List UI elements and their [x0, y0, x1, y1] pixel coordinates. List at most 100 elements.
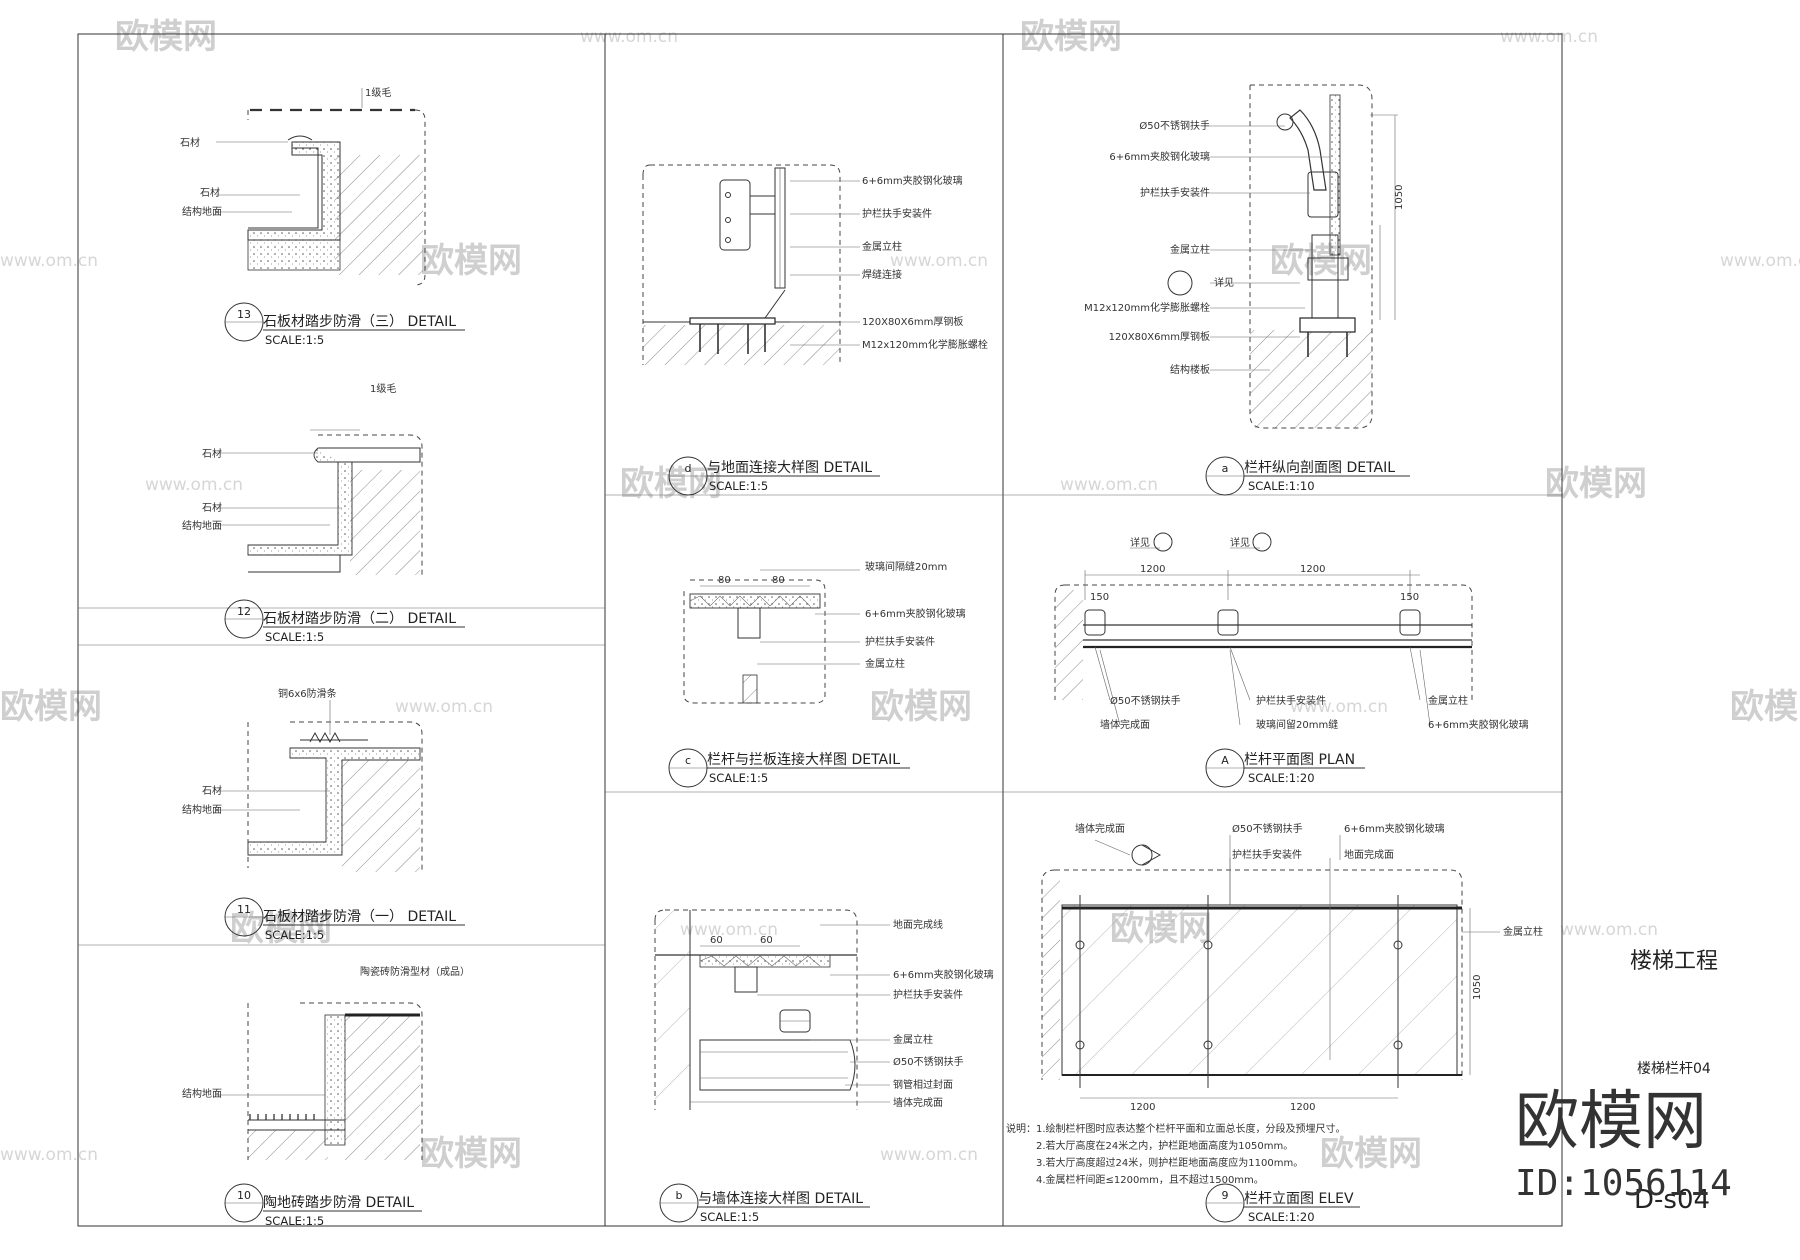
leader-label: 金属立柱	[1503, 925, 1543, 938]
leader-label: 6+6mm夹胶钢化玻璃	[1109, 150, 1210, 163]
leader-label: 石材	[200, 186, 220, 199]
detail-number: 13	[237, 308, 251, 321]
detail-number: A	[1221, 754, 1229, 767]
leader-label: 金属立柱	[862, 240, 902, 253]
detail-c: 80 80 玻璃间隔缝20mm 6+6mm夹胶钢化玻璃 护栏扶手安装件 金属立柱	[683, 560, 966, 704]
dim-label: 1200	[1140, 564, 1165, 575]
leader-label: 结构地面	[182, 519, 222, 532]
detail-9: 1200 1200 1050 墙体完成面 Ø50不锈钢扶手 6+6mm夹胶钢化玻…	[1006, 822, 1543, 1186]
leader-label: Ø50不锈钢扶手	[893, 1055, 964, 1068]
dim-label: 150	[1090, 592, 1109, 603]
detail-title: 栏杆立面图 ELEV	[1244, 1191, 1354, 1207]
detail-title-d: d 与地面连接大样图 DETAIL SCALE:1:5	[668, 456, 880, 496]
detail-scale: SCALE:1:5	[265, 333, 324, 347]
leader-label: 1级毛	[370, 383, 396, 395]
leader-label: 结构地面	[182, 1087, 222, 1100]
dim-label: 1200	[1290, 1102, 1315, 1113]
detail-10: 陶瓷砖防滑型材（成品） 结构地面	[182, 965, 470, 1160]
detail-title: 与墙体连接大样图 DETAIL	[698, 1190, 863, 1207]
detail-scale: SCALE:1:5	[265, 1214, 324, 1228]
detail-title: 石板材踏步防滑（三） DETAIL	[263, 313, 456, 330]
dim-label: 1050	[1394, 185, 1405, 210]
note-line: 3.若大厅高度超过24米，则护栏距地面高度应为1100mm。	[1036, 1156, 1303, 1169]
detail-scale: SCALE:1:5	[265, 630, 324, 644]
detail-number: a	[1222, 462, 1229, 475]
leader-label: 地面完成面	[1344, 848, 1394, 861]
detail-title-9: 9 栏杆立面图 ELEV SCALE:1:20	[1205, 1183, 1360, 1224]
detail-11: 铜6x6防滑条 石材 结构地面	[182, 687, 423, 872]
detail-a: 1050 详见 Ø50不锈钢扶手 6+6mm夹胶钢化玻璃 护栏扶手安装件 金属立…	[1084, 84, 1405, 429]
leader-label: 护栏扶手安装件	[862, 207, 932, 220]
watermark-site: www.om.cn	[880, 1145, 978, 1165]
watermark-brand: 欧模网	[1020, 17, 1122, 57]
detail-title: 石板材踏步防滑（二） DETAIL	[263, 610, 456, 627]
detail-scale: SCALE:1:10	[1248, 479, 1315, 493]
detail-title-13: 13 石板材踏步防滑（三） DETAIL SCALE:1:5	[224, 302, 465, 347]
leader-label: 墙体完成面	[893, 1096, 943, 1109]
leader-label: M12x120mm化学膨胀螺栓	[1084, 301, 1210, 314]
watermark-site: www.om.cn	[1560, 920, 1658, 940]
detail-scale: SCALE:1:5	[709, 771, 768, 785]
dim-label: 80	[718, 575, 731, 586]
leader-label: 墙体完成面	[1075, 822, 1125, 835]
leader-label: 护栏扶手安装件	[893, 988, 963, 1001]
leader-label: 金属立柱	[865, 657, 905, 670]
leader-label: 结构地面	[182, 803, 222, 816]
detail-title-b: b 与墙体连接大样图 DETAIL SCALE:1:5	[659, 1183, 870, 1224]
sheet-frame	[77, 33, 1563, 1227]
dim-label: 80	[772, 575, 785, 586]
watermark-brand: 欧模网	[420, 241, 522, 281]
watermark-brand: 欧模网	[870, 687, 972, 727]
watermark-site: www.om.cn	[0, 251, 98, 271]
detail-title-a: a 栏杆纵向剖面图 DETAIL SCALE:1:10	[1205, 456, 1410, 496]
leader-label: 石材	[202, 501, 222, 514]
detail-d: 6+6mm夹胶钢化玻璃 护栏扶手安装件 金属立柱 焊缝连接 120X80X6mm…	[642, 164, 988, 365]
leader-label: 陶瓷砖防滑型材（成品）	[360, 965, 470, 978]
dim-label: 1200	[1300, 564, 1325, 575]
leader-label: 护栏扶手安装件	[1256, 694, 1326, 707]
leader-label: 铜6x6防滑条	[278, 687, 337, 700]
watermark-brand: 欧模网	[0, 687, 102, 727]
note-line: 2.若大厅高度在24米之内，护栏距地面高度为1050mm。	[1036, 1139, 1293, 1152]
watermark-brand: 欧模网	[1730, 687, 1800, 727]
leader-label: 1级毛	[365, 87, 391, 99]
detail-A: 1200 1200 150 150 详见 详见 Ø50不锈钢扶手 护栏扶手安装件…	[1054, 532, 1529, 731]
dim-label: 1050	[1472, 975, 1483, 1000]
detail-title-10: 10 陶地砖踏步防滑 DETAIL SCALE:1:5	[224, 1183, 422, 1228]
watermark-site: www.om.cn	[1290, 697, 1388, 717]
leader-label: 6+6mm夹胶钢化玻璃	[893, 968, 994, 981]
detail-title: 栏杆与拦板连接大样图 DETAIL	[707, 751, 900, 768]
leader-label: Ø50不锈钢扶手	[1139, 119, 1210, 132]
leader-label: 详见	[1130, 536, 1150, 549]
leader-label: 详见	[1230, 536, 1250, 549]
watermark-site: www.om.cn	[0, 1145, 98, 1165]
dim-label: 150	[1400, 592, 1419, 603]
watermark-site: www.om.cn	[395, 697, 493, 717]
drawing-number: D-s04	[1634, 1185, 1710, 1215]
detail-13: 1级毛 石材 石材 结构地面	[180, 87, 426, 286]
note-line: 4.金属栏杆间距≤1200mm，且不超过1500mm。	[1036, 1173, 1264, 1186]
drawing-name: 楼梯栏杆04	[1637, 1061, 1711, 1077]
leader-label: 焊缝连接	[862, 268, 902, 281]
dim-label: 60	[760, 935, 773, 946]
detail-number: 9	[1222, 1189, 1229, 1202]
watermark-brand: 欧模网	[1320, 1134, 1422, 1174]
watermark-site: www.om.cn	[1500, 27, 1598, 47]
leader-label: 金属立柱	[1170, 243, 1210, 256]
detail-number: 11	[237, 903, 251, 916]
leader-label: 护栏扶手安装件	[1232, 848, 1302, 861]
detail-title: 与地面连接大样图 DETAIL	[707, 459, 872, 476]
watermark-site: www.om.cn	[1720, 251, 1800, 271]
detail-title: 陶地砖踏步防滑 DETAIL	[263, 1194, 414, 1211]
watermark-site: www.om.cn	[890, 251, 988, 271]
detail-scale: SCALE:1:20	[1248, 771, 1315, 785]
detail-title: 石板材踏步防滑（一） DETAIL	[263, 908, 456, 925]
leader-label: 详见	[1214, 276, 1234, 289]
watermark-brand: 欧模网	[420, 1134, 522, 1174]
watermark-brand: 欧模网	[1545, 464, 1647, 504]
leader-label: 120X80X6mm厚钢板	[1109, 330, 1210, 343]
leader-label: 6+6mm夹胶钢化玻璃	[865, 607, 966, 620]
detail-title: 栏杆纵向剖面图 DETAIL	[1244, 460, 1395, 476]
leader-label: 护栏扶手安装件	[1140, 186, 1210, 199]
